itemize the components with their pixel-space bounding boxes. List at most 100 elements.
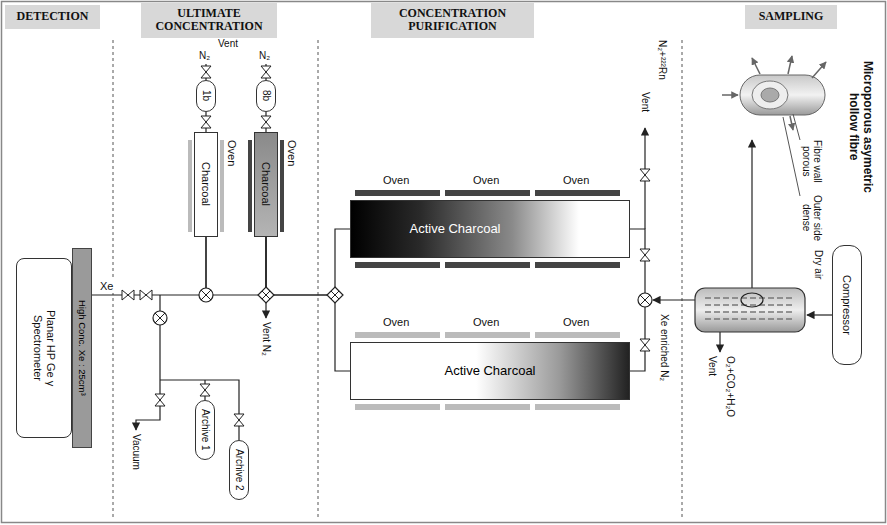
pipe-connector	[266, 229, 350, 295]
fibre-closeup	[722, 56, 826, 196]
pipe-connector	[206, 237, 266, 295]
node-text: CONCENTRATION PURIFICATION	[371, 7, 534, 33]
section-header: CONCENTRATION PURIFICATION	[371, 3, 534, 38]
permeation-arrows	[722, 56, 826, 130]
node-text: SAMPLING	[759, 10, 824, 23]
valve	[201, 116, 211, 128]
oven-bar	[355, 332, 440, 338]
oven-bar	[280, 140, 284, 232]
dry-air-pipe	[807, 314, 832, 315]
pipe-connector	[92, 237, 206, 295]
oven-bar	[188, 140, 192, 232]
part-label: Oven	[285, 140, 298, 166]
node-text: High Conc. Xe : 25cm³	[77, 300, 88, 396]
node-text: Planar HP Ge γ Spectrometer	[31, 301, 56, 396]
valve	[261, 116, 271, 128]
node-text: Active Charcoal	[444, 364, 535, 379]
part-label: Oven	[225, 140, 238, 166]
oven-bar	[355, 404, 440, 410]
leader-line	[783, 117, 800, 196]
fibre-cutaway	[752, 81, 788, 109]
pipework	[136, 64, 832, 440]
part-label: Microporous asymetric hollow fibre	[846, 42, 874, 212]
part-label: Vent	[639, 92, 651, 112]
oven-bar	[220, 140, 224, 232]
part-label: Vacuum	[130, 434, 142, 470]
section-separators	[113, 40, 682, 518]
four-way-valve	[153, 311, 167, 325]
oven-bar	[445, 404, 530, 410]
flow-label: Xe	[98, 280, 115, 293]
archive-bottle: Archive 2	[229, 440, 249, 500]
oven-bar	[535, 190, 620, 196]
separator	[682, 40, 683, 518]
node-text: Charcoal	[200, 162, 213, 206]
vacuum-pipe	[136, 325, 160, 430]
charcoal-bed: Active Charcoal	[350, 342, 630, 400]
valve	[261, 66, 271, 78]
four-way-valve	[258, 287, 274, 303]
enriched-pipe	[653, 299, 695, 300]
archive-bottle: Archive 1	[195, 400, 215, 460]
oven-bar	[535, 404, 620, 410]
section-header: ULTIMATE CONCENTRATION	[141, 3, 277, 38]
part-label: Oven	[383, 316, 409, 329]
gas-tank: 1b	[196, 80, 216, 112]
valve	[640, 339, 650, 351]
node-text: 8b	[260, 90, 272, 101]
oven-bar	[445, 332, 530, 338]
section-header: DETECTION	[5, 5, 100, 29]
valve	[140, 290, 152, 300]
part-label: Vent	[706, 356, 718, 376]
spectrometer-box: Planar HP Ge γ Spectrometer	[16, 258, 72, 438]
oven-bar	[535, 262, 620, 268]
part-label: N₂	[259, 50, 270, 62]
four-way-valve	[199, 288, 213, 302]
vent-pipe	[719, 332, 720, 352]
node-text: Active Charcoal	[409, 222, 500, 237]
valve	[122, 290, 134, 300]
part-label: N₂	[199, 50, 210, 62]
pipe-connector	[266, 237, 350, 371]
valve	[201, 66, 211, 78]
pipe	[159, 295, 160, 311]
leader-line	[793, 114, 800, 140]
part-label: Vent N₂	[260, 322, 272, 356]
node-text: Charcoal	[260, 162, 273, 206]
valve	[200, 384, 210, 396]
node-text: DETECTION	[16, 10, 88, 23]
part-label: Fibre wall porous	[800, 135, 823, 187]
node-text: Archive 1	[199, 409, 211, 451]
valve	[155, 394, 165, 406]
separator	[318, 40, 319, 518]
node-text: Archive 2	[233, 449, 245, 491]
valve	[640, 169, 650, 181]
part-label: Oven	[563, 174, 589, 187]
separator	[113, 40, 114, 518]
valve	[640, 249, 650, 261]
node-text: ULTIMATE CONCENTRATION	[141, 7, 277, 33]
fibre-bore	[761, 88, 779, 102]
hollow-fibre-module	[695, 288, 805, 332]
gas-tank: 8b	[256, 80, 276, 112]
fibre-bundle	[705, 298, 795, 319]
oven-bar	[355, 190, 440, 196]
compressor-box: Compressor	[832, 245, 862, 365]
node-text: 1b	[200, 90, 212, 101]
four-way-valve	[327, 287, 343, 303]
charcoal-bed: Active Charcoal	[350, 200, 630, 258]
part-label: Oven	[473, 316, 499, 329]
four-way-valve	[638, 293, 652, 307]
valve	[234, 414, 244, 426]
part-label: N₂+²²²Rn	[656, 40, 668, 80]
part-label: Oven	[473, 174, 499, 187]
oven-bar	[445, 190, 530, 196]
part-label: Oven	[563, 316, 589, 329]
oven-bar	[248, 140, 252, 232]
part-label: Vent	[218, 38, 238, 50]
zoom-arrow	[751, 140, 752, 292]
part-label: Dry air	[812, 250, 824, 279]
charcoal-trap: Charcoal	[254, 132, 278, 237]
part-label: O₂+CO₂+H₂O	[724, 356, 736, 417]
